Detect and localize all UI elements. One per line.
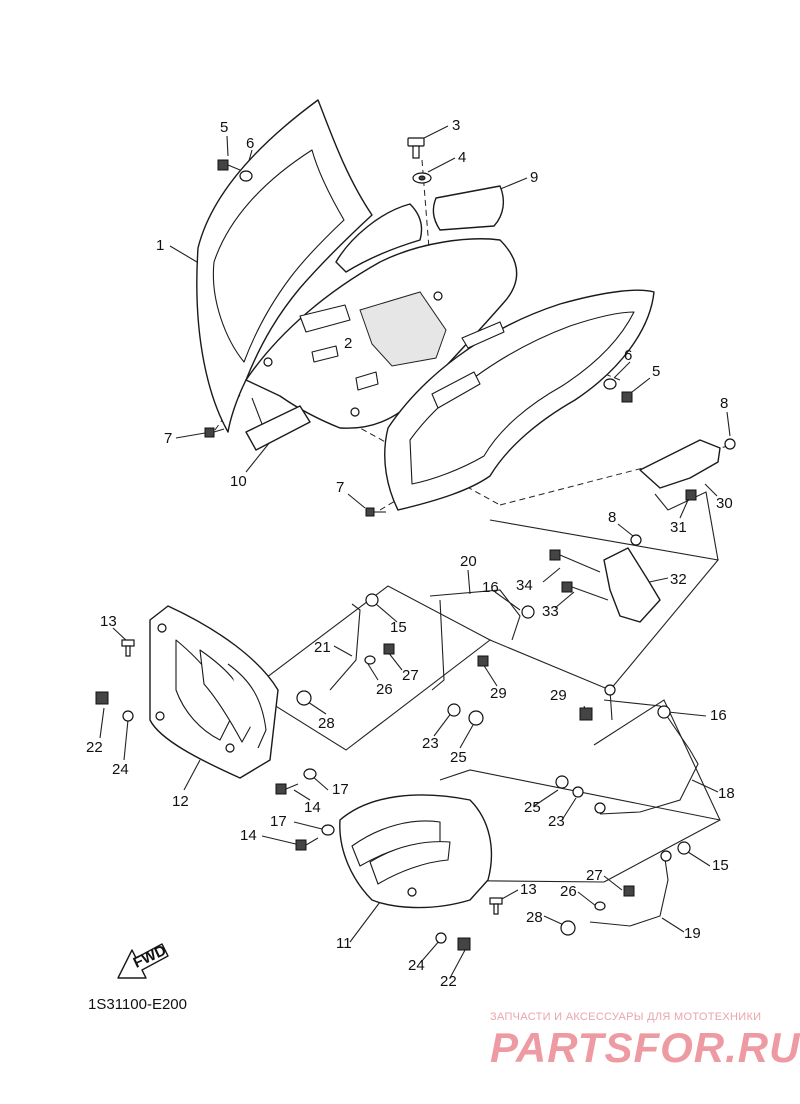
callout-32: 32 [670,571,687,588]
callout-22a: 22 [86,739,103,756]
callout-17b: 17 [270,813,287,830]
callout-2: 2 [344,335,352,352]
callout-19: 19 [684,925,701,942]
watermark-subtitle: ЗАПЧАСТИ И АКСЕССУАРЫ ДЛЯ МОТОТЕХНИКИ [490,1011,762,1023]
callout-26b: 26 [560,883,577,900]
fwd-label: FWD [131,942,169,972]
callout-6a: 6 [246,135,254,152]
callout-16b: 16 [710,707,727,724]
callout-33: 33 [542,603,559,620]
callout-16a: 16 [482,579,499,596]
callout-9: 9 [530,169,538,186]
callout-14b: 14 [240,827,257,844]
plate-10 [245,405,311,451]
fwd-arrow: FWD [117,942,169,979]
callout-23a: 23 [422,735,439,752]
callout-20: 20 [460,553,477,570]
callout-4: 4 [458,149,466,166]
callout-22b: 22 [440,973,457,990]
callout-7b: 7 [336,479,344,496]
callout-26a: 26 [376,681,393,698]
callout-10: 10 [230,473,247,490]
callout-14a: 14 [304,799,321,816]
watermark-brand: PARTSFOR.RU [490,1024,800,1071]
callout-25b: 25 [524,799,541,816]
rear-fender [196,99,655,511]
callout-1: 1 [156,237,164,254]
mudguard-left [95,605,317,795]
brackets-lower [555,684,699,936]
callout-11: 11 [336,935,352,952]
mudguard-lower [295,794,503,951]
callout-7a: 7 [164,430,172,447]
hardware-top [204,137,633,517]
callout-24b: 24 [408,957,425,974]
cover-plate-9 [432,185,505,231]
callout-27a: 27 [402,667,419,684]
callout-5b: 5 [652,363,660,380]
callout-34: 34 [516,577,533,594]
callout-31: 31 [670,519,687,536]
callout-29b: 29 [550,687,567,704]
callout-28a: 28 [318,715,335,732]
callout-27b: 27 [586,867,603,884]
callout-13b: 13 [520,881,537,898]
callout-28b: 28 [526,909,543,926]
callout-8a: 8 [720,395,728,412]
brackets-right [549,438,736,623]
footrest-brackets [296,589,535,726]
callout-25a: 25 [450,749,467,766]
callouts: 1 2 3 4 5 5 6 6 7 7 8 8 9 10 11 12 13 13… [86,117,735,990]
callout-21: 21 [314,639,331,656]
diagram-code: 1S31100-E200 [88,996,187,1013]
callout-5a: 5 [220,119,228,136]
callout-6b: 6 [624,347,632,364]
callout-23b: 23 [548,813,565,830]
callout-30: 30 [716,495,733,512]
callout-8b: 8 [608,509,616,526]
callout-13a: 13 [100,613,117,630]
callout-3: 3 [452,117,460,134]
callout-12: 12 [172,793,189,810]
callout-15a: 15 [390,619,407,636]
callout-29a: 29 [490,685,507,702]
callout-15b: 15 [712,857,729,874]
callout-24a: 24 [112,761,129,778]
callout-18: 18 [718,785,735,802]
callout-17a: 17 [332,781,349,798]
